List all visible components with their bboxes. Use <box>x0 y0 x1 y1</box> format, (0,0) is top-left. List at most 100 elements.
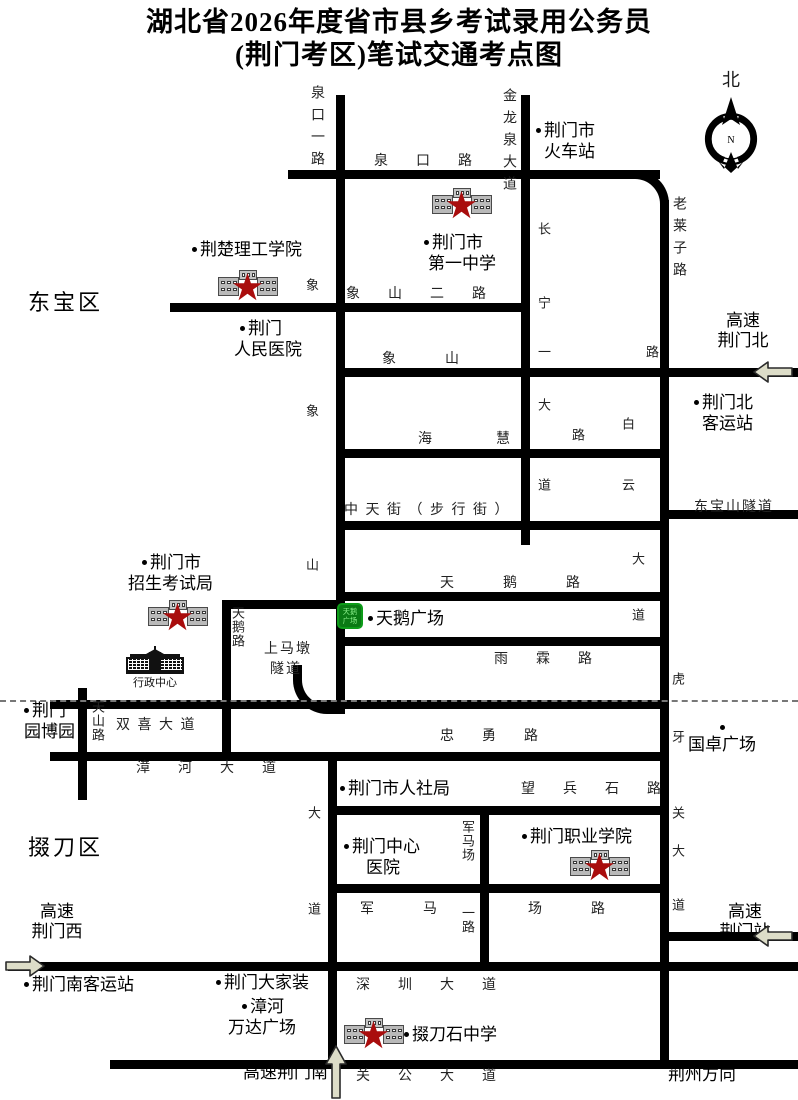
place-label-bureau-1: 荆门市 <box>150 553 201 572</box>
road-xiangshan <box>336 368 662 377</box>
place-central-hospital: 荆门中心 医院 <box>344 836 420 878</box>
road-xiangshan-erlu <box>170 303 530 312</box>
road-yulin-lu <box>336 700 662 709</box>
place-dot <box>340 786 345 792</box>
building-block-right <box>257 277 278 296</box>
building-block-left <box>432 195 453 214</box>
road-wangbingshi-lu <box>336 806 662 815</box>
place-label-bureau-2: 招生考试局 <box>128 574 213 593</box>
highway-arrow-jingmen-north <box>752 358 794 386</box>
place-guozhuo-plaza: 国卓广场 <box>688 717 756 755</box>
road-dongbao-top <box>50 752 150 761</box>
place-dot <box>24 982 29 988</box>
exam-site-icon-no1-middle-school <box>432 188 492 219</box>
place-label-renmin-1: 荆门 <box>248 319 282 338</box>
road-label-suidao: 隧道 <box>270 662 302 677</box>
place-dot <box>344 844 349 850</box>
road-tiane-south-connector <box>78 700 222 709</box>
road-junmachang-v <box>480 806 489 962</box>
road-label-huya-guan: 关 <box>670 806 685 820</box>
road-label-huya-da: 大 <box>670 844 685 858</box>
road-dongbaoshan <box>660 510 798 519</box>
compass-rose: N <box>694 95 768 173</box>
place-yuanbo-garden: 荆门 园博园 <box>24 700 75 742</box>
road-label-guangong-dadao: 关 公 大 道 <box>356 1069 503 1084</box>
exam-site-icon-jingchu <box>218 270 278 301</box>
place-dot <box>720 725 725 731</box>
place-label-railway-1: 荆门市 <box>544 121 595 140</box>
place-label-yuanbo-2: 园博园 <box>24 722 75 741</box>
place-label-guozhuo: 国卓广场 <box>688 735 756 754</box>
place-dot <box>192 247 197 253</box>
road-label-zhongyong-lu: 忠 勇 路 <box>440 729 545 744</box>
place-jingmen-railway-station: 荆门市 火车站 <box>536 120 595 162</box>
building-block-right <box>609 857 630 876</box>
road-label-quankou-lu: 泉 口 路 <box>374 154 479 169</box>
place-jingchu-institute: 荆楚理工学院 <box>192 239 302 260</box>
road-shangmadun-connector <box>222 600 336 609</box>
road-label-shangmadun: 上马墩 <box>264 642 312 657</box>
road-label-dongbaoshan: 东宝山隧道 <box>694 500 774 515</box>
gov-building-tower <box>149 652 161 674</box>
place-label-vocational: 荆门职业学院 <box>530 827 632 846</box>
place-no1-middle-school: 荆门市 第一中学 <box>424 232 496 274</box>
place-label-renmin-2: 人民医院 <box>234 340 302 359</box>
road-label-tianshan-lu: 天山路 <box>90 700 105 742</box>
place-dot <box>424 240 429 246</box>
compass-north-label: 北 <box>722 70 740 90</box>
road-label-xiangshan-v-shan: 山 <box>304 558 319 572</box>
road-label-baiyun-bai: 白 <box>620 417 635 431</box>
road-label-laolaizi-lu: 老莱子路 <box>671 196 686 284</box>
road-label-junmachang-yilu: 一路 <box>460 906 475 934</box>
place-dot <box>694 400 699 406</box>
road-label-jinlongquan: 金龙泉大道 <box>501 88 516 198</box>
road-label-baiyun-dao: 道 <box>536 478 551 492</box>
road-label-xiangshan-erlu: 象 山 二 路 <box>346 287 493 302</box>
exam-site-icon-vocational-college <box>570 850 630 881</box>
highway-arrow-jingmen-west <box>4 952 46 980</box>
road-laolaizi-lu <box>660 200 669 830</box>
road-label-tiane-lu: 天 鹅 路 <box>440 576 587 591</box>
road-junmachang <box>336 884 662 893</box>
building-block-right <box>187 607 208 626</box>
place-label-yuanbo-1: 荆门 <box>32 701 66 720</box>
road-zhongtianjie <box>336 521 662 530</box>
building-block-left <box>218 277 239 296</box>
place-label-north-bus-1: 荆门北 <box>702 393 753 412</box>
highway-label-jingmen-south: 高速荆门南 <box>243 1063 328 1082</box>
title-line-2: (荆门考区)笔试交通考点图 <box>235 40 563 70</box>
place-label-wanda-2: 万达广场 <box>228 1018 296 1037</box>
highway-label-jingmen-north: 高速 荆门北 <box>698 311 788 351</box>
government-center-icon: 行政中心 <box>126 646 184 689</box>
highway-label-west-2: 荆门西 <box>31 922 83 941</box>
place-dot <box>242 1004 247 1010</box>
place-label-central-hospital-1: 荆门中心 <box>352 837 420 856</box>
road-label-huya-dao: 道 <box>670 898 685 912</box>
place-dot <box>216 980 221 986</box>
road-quankou-lu <box>288 170 660 179</box>
road-label-tiane-v: 天鹅路 <box>230 606 245 648</box>
place-label-tiane-plaza: 天鹅广场 <box>376 609 444 628</box>
place-label-wanda-1: 漳河 <box>250 997 284 1016</box>
place-label-south-bus: 荆门南客运站 <box>32 975 134 994</box>
place-duodaoshi-middle-school: 掇刀石中学 <box>404 1024 497 1045</box>
road-dadao-left <box>328 752 337 1062</box>
place-dot <box>404 1032 409 1038</box>
page-title: 湖北省2026年度省市县乡考试录用公务员 (荆门考区)笔试交通考点图 <box>0 6 798 72</box>
place-dot <box>522 834 527 840</box>
road-label-xiangshan-v-xiang: 象 <box>304 278 319 292</box>
road-label-zhanghe-dadao: 漳 河 大 道 <box>136 761 283 776</box>
road-label-changning-chang: 长 <box>536 222 551 236</box>
place-label-jingchu: 荆楚理工学院 <box>200 240 302 259</box>
highway-arrow-jingmen-south <box>322 1042 350 1100</box>
place-dajiazhuang: 荆门大家装 <box>216 972 309 993</box>
road-label-baiyun-da: 大 <box>536 398 551 412</box>
road-label-huya-ya: 牙 <box>670 730 685 744</box>
place-dot <box>24 708 29 714</box>
building-block-right <box>383 1025 404 1044</box>
road-label-wangbingshi-lu: 望 兵 石 路 <box>521 782 668 797</box>
district-label-duodao: 掇刀区 <box>28 835 104 860</box>
highway-label-west-1: 高速 <box>40 902 74 921</box>
